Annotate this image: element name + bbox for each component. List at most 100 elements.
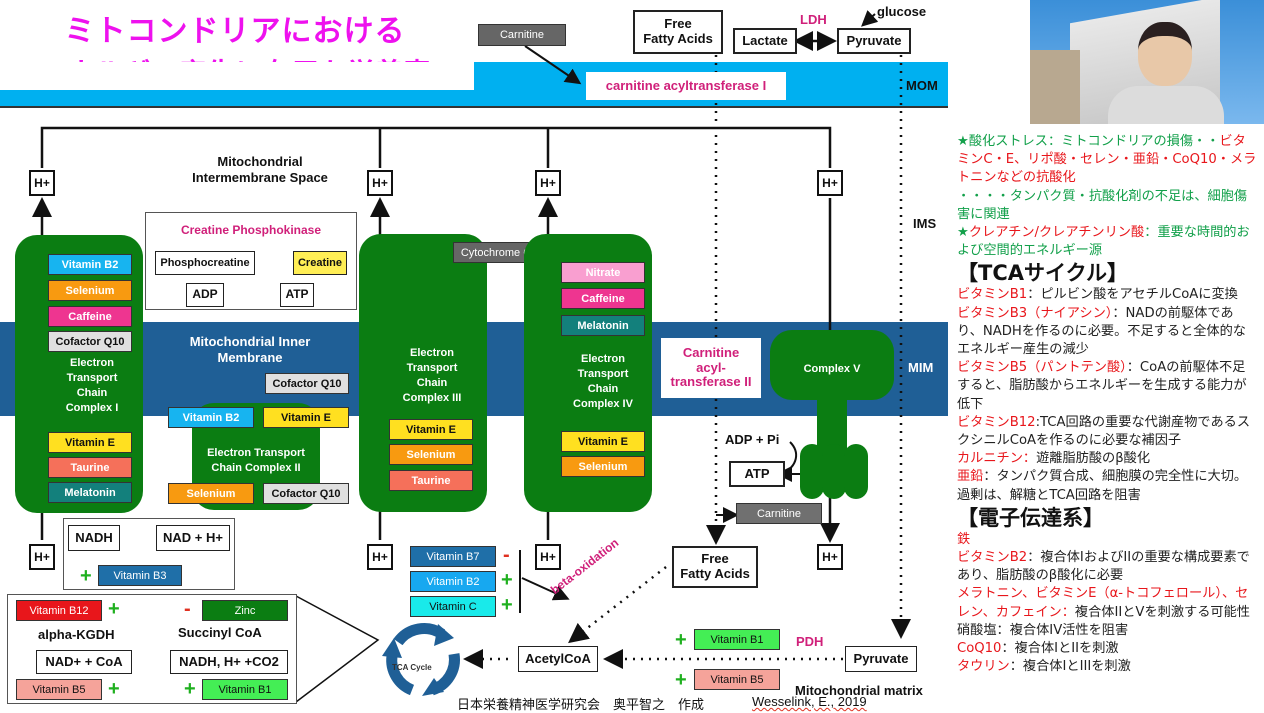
- note-item: タウリン：複合体IとIIIを刺激: [957, 658, 1257, 676]
- intermembrane-space-label: Mitochondrial Intermembrane Space: [192, 154, 328, 185]
- zinc-tag: Zinc: [202, 600, 288, 621]
- antioxidants-note: ビタミンC・E、リポ酸・セレン・亜鉛・CoQ10・メラトニンなどの抗酸化: [957, 134, 1257, 186]
- title-line-1: ミトコンドリアにおける: [64, 14, 406, 49]
- cat2-label: Carnitine acyl- transferase II: [661, 338, 761, 398]
- matrix-label: Mitochondrial matrix: [795, 683, 923, 698]
- creatine-note-desc: ：重要な時間的および空間的エネルギー源: [957, 225, 1250, 259]
- proton-box: H+: [535, 170, 561, 196]
- proton-box: H+: [367, 170, 393, 196]
- cat1-label: carnitine acyltransferase I: [586, 72, 786, 100]
- presenter-photo: [1030, 0, 1264, 124]
- etc-list: 鉄ビタミンB2：複合体IおよびIIの重要な構成要素であり、脂肪酸のβ酸化に必要メ…: [957, 531, 1257, 677]
- complex2-tag: Vitamin B2: [168, 407, 254, 428]
- nutrient-name: CoQ10: [957, 641, 1002, 657]
- cytochrome-c-tag: Cytochrome C: [453, 242, 539, 263]
- promote-sign: +: [108, 598, 120, 620]
- pdh-tag: Vitamin B1: [694, 629, 780, 650]
- pdh-tag: Vitamin B5: [694, 669, 780, 690]
- lactate-box: Lactate: [733, 28, 797, 54]
- nutrient-name: メラトニン、ビタミンE（α-トコフェロール）、セレン、カフェイン：: [957, 586, 1249, 620]
- products-box: NADH, H+ +CO2: [170, 650, 288, 674]
- beta-tag: Vitamin B2: [410, 571, 496, 592]
- complex2-cofactor: Cofactor Q10: [265, 373, 349, 394]
- complex-5-subunit: [800, 444, 824, 499]
- acetylcoa-box: AcetylCoA: [518, 646, 598, 672]
- succinyl-coa-label: Succinyl CoA: [178, 625, 262, 640]
- complex5-label: Complex V: [803, 363, 861, 375]
- complex2-tag: Selenium: [168, 483, 254, 504]
- nad-label: NAD + H+: [156, 525, 230, 551]
- nutrient-name: タウリン: [957, 659, 1010, 675]
- inhibit-sign: -: [184, 598, 191, 620]
- promote-sign: +: [501, 569, 513, 591]
- nutrient-effect: ：タンパク質合成、細胞膜の完全性に大切。過剰は、解糖とTCA回路を阻害: [957, 469, 1248, 503]
- vitamin-b1-tag: Vitamin B1: [202, 679, 288, 700]
- pyruvate-top: Pyruvate: [837, 28, 911, 54]
- star-icon: ★: [957, 225, 969, 241]
- complex3-label: Electron Transport Chain Complex III: [402, 347, 462, 404]
- complex1-tag: Selenium: [48, 280, 132, 301]
- citation: Wesselink, E., 2019: [752, 694, 867, 709]
- atp-box: ATP: [280, 283, 314, 307]
- phosphocreatine-box: Phosphocreatine: [155, 251, 255, 275]
- nutrient-effect: ：複合体IとIIIを刺激: [1009, 659, 1131, 675]
- vitamin-b5-tag: Vitamin B5: [16, 679, 102, 700]
- complex-5-subunit: [822, 444, 846, 499]
- vitamin-b3-tag: Vitamin B3: [98, 565, 182, 586]
- complex3-tag: Selenium: [389, 444, 473, 465]
- pyruvate-matrix: Pyruvate: [845, 646, 917, 672]
- adp-pi-label: ADP + Pi: [725, 432, 780, 447]
- complex-5-head: [770, 330, 894, 400]
- carnitine-tag-top: Carnitine: [478, 24, 566, 46]
- nutrient-name: ビタミンB1: [957, 287, 1028, 303]
- promote-sign: +: [501, 594, 513, 616]
- tca-heading: 【TCAサイクル】: [957, 261, 1128, 286]
- complex2-tag: Cofactor Q10: [263, 483, 349, 504]
- beta-tag: Vitamin B7: [410, 546, 496, 567]
- promote-sign: +: [80, 565, 92, 587]
- complex1-tag: Vitamin E: [48, 432, 132, 453]
- nutrient-effect: 硝酸塩：複合体IV活性を阻害: [957, 622, 1129, 638]
- person-body: [1108, 86, 1224, 124]
- ldh-label: LDH: [800, 12, 827, 27]
- promote-sign: +: [675, 669, 687, 691]
- free-fatty-acids-matrix: Free Fatty Acids: [672, 546, 758, 588]
- proton-box: H+: [29, 544, 55, 570]
- nutrient-effect: ：NADの前駆体であり、NADHを作るのに必要。不足すると全体的なエネルギー産生…: [957, 305, 1246, 358]
- note-item: 亜鉛：タンパク質合成、細胞膜の完全性に大切。過剰は、解糖とTCA回路を阻害: [957, 468, 1257, 504]
- promote-sign: +: [184, 678, 196, 700]
- proton-box: H+: [817, 544, 843, 570]
- complex2-label: Electron Transport Chain Complex II: [207, 447, 305, 474]
- nutrient-name: ビタミンB12: [957, 414, 1036, 430]
- person-face: [1138, 22, 1192, 86]
- promote-sign: +: [675, 629, 687, 651]
- nutrient-name: ビタミンB5（パントテン酸）: [957, 360, 1127, 376]
- promote-sign: +: [108, 678, 120, 700]
- tca-list: ビタミンB1：ピルビン酸をアセチルCoAに変換ビタミンB3（ナイアシン）：NAD…: [957, 286, 1257, 504]
- complex2-tag: Vitamin E: [263, 407, 349, 428]
- nutrient-name: カルニチン：: [957, 451, 1037, 467]
- proton-top-line: [40, 126, 832, 168]
- note-item: CoQ10：複合体IとIIを刺激: [957, 640, 1257, 658]
- oxidative-stress-note: ★酸化ストレス：ミトコンドリアの損傷・・: [957, 134, 1220, 149]
- alpha-kgdh-label: alpha-KGDH: [38, 627, 115, 642]
- nutrient-name: ビタミンB2: [957, 550, 1028, 566]
- note-item: 鉄: [957, 531, 1257, 549]
- free-fatty-acids-top: Free Fatty Acids: [633, 10, 723, 54]
- mom-label: MOM: [906, 78, 938, 93]
- atp-box-complex5: ATP: [729, 461, 785, 487]
- complex4-tag: Melatonin: [561, 315, 645, 336]
- complex-3: [359, 234, 487, 512]
- tca-cycle-icon: [382, 623, 460, 696]
- complex-5-subunit: [844, 444, 868, 499]
- nutrient-effect: 複合体IIとVを刺激する可能性: [1074, 604, 1250, 620]
- creatine-phosphokinase-box: Creatine Phosphokinase Phosphocreatine C…: [145, 212, 357, 310]
- nutrient-effect: 遊離脂肪酸のβ酸化: [1036, 451, 1151, 467]
- nutrient-name: 亜鉛: [957, 469, 984, 485]
- tca-cycle-label: TCA Cycle: [392, 663, 432, 672]
- mim-label: MIM: [908, 360, 934, 375]
- inner-membrane-label: Mitochondrial Inner Membrane: [189, 334, 311, 365]
- nutrient-effect: ：ピルビン酸をアセチルCoAに変換: [1027, 287, 1238, 303]
- complex3-tag: Vitamin E: [389, 419, 473, 440]
- nadh-label: NADH: [68, 525, 120, 551]
